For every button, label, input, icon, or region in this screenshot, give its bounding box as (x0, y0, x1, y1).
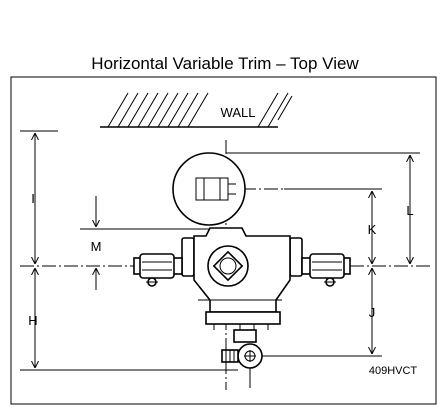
drain-valve (221, 343, 263, 388)
sprinkler-head (172, 152, 246, 226)
dim-label-k: K (368, 222, 377, 237)
dim-label-h: H (28, 313, 37, 328)
wall-label: WALL (221, 105, 256, 120)
drawing-frame (10, 76, 437, 405)
diagram-title: Horizontal Variable Trim – Top View (91, 54, 359, 73)
dim-label-l: L (406, 203, 413, 218)
left-fitting (133, 253, 183, 287)
drawing-code: 409HVCT (369, 365, 418, 377)
dim-label-i: I (31, 191, 35, 206)
dim-label-m: M (91, 239, 102, 254)
wall-hatch (100, 92, 293, 128)
dim-label-j: J (369, 305, 376, 320)
valve-body (181, 227, 303, 343)
right-fitting (301, 253, 351, 287)
